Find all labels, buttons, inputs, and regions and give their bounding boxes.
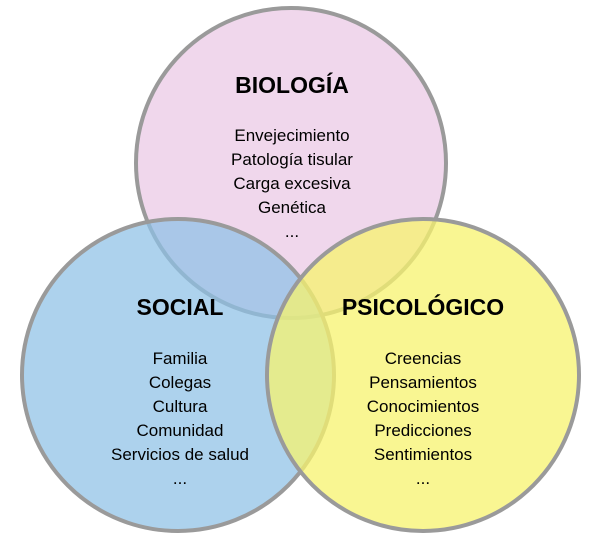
item-biologia-genetica: Genética: [258, 198, 327, 217]
item-social-colegas: Colegas: [149, 373, 211, 392]
heading-psicologico: PSICOLÓGICO: [342, 293, 504, 320]
item-psicologico-pensamientos: Pensamientos: [369, 373, 477, 392]
item-biologia-ellipsis: ...: [285, 222, 299, 241]
item-social-servicios-de-salud: Servicios de salud: [111, 445, 249, 464]
item-psicologico-conocimientos: Conocimientos: [367, 397, 479, 416]
heading-biologia: BIOLOGÍA: [235, 71, 349, 98]
item-biologia-envejecimiento: Envejecimiento: [234, 126, 349, 145]
heading-social: SOCIAL: [137, 294, 224, 320]
item-biologia-patologia-tisular: Patología tisular: [231, 150, 353, 169]
item-psicologico-ellipsis: ...: [416, 469, 430, 488]
item-psicologico-sentimientos: Sentimientos: [374, 445, 472, 464]
item-social-ellipsis: ...: [173, 469, 187, 488]
item-social-cultura: Cultura: [153, 397, 208, 416]
circle-psicologico: [265, 217, 581, 533]
item-psicologico-predicciones: Predicciones: [374, 421, 471, 440]
item-social-comunidad: Comunidad: [137, 421, 224, 440]
item-biologia-carga-excesiva: Carga excesiva: [233, 174, 351, 193]
item-social-familia: Familia: [153, 349, 208, 368]
item-psicologico-creencias: Creencias: [385, 349, 462, 368]
